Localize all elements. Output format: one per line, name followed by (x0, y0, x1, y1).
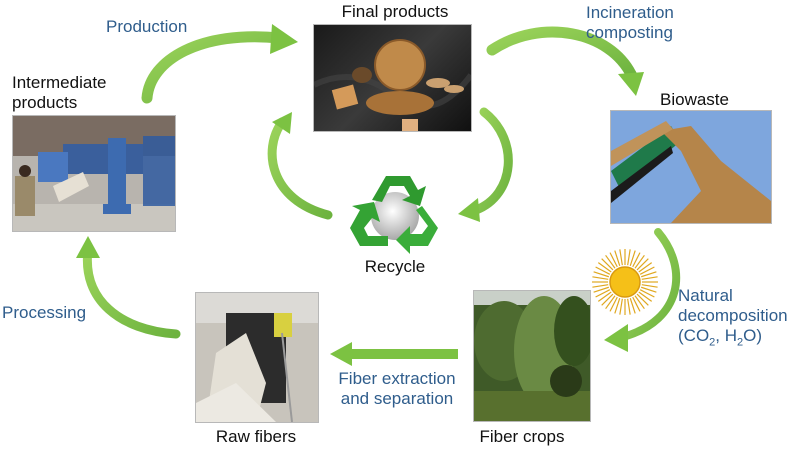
sun-ray (640, 286, 657, 293)
sun-ray (601, 293, 614, 306)
fiber-extraction-label: Fiber extraction and separation (328, 369, 466, 409)
incineration-label: Incineration composting (586, 3, 674, 43)
biowaste-label: Biowaste (660, 90, 729, 109)
extraction-line1: Fiber extraction (338, 369, 456, 388)
sun-ray (619, 298, 623, 315)
incineration-line1: Incineration (586, 3, 674, 22)
sun-ray (605, 254, 616, 269)
incineration-line2: composting (586, 23, 673, 42)
raw-fibers-label: Raw fibers (215, 427, 297, 446)
sun-ray (609, 296, 618, 312)
fiber-crops-photo (473, 290, 591, 422)
natural-line1: Natural (678, 286, 733, 305)
co-text: (CO (678, 326, 710, 345)
o-text: O) (743, 326, 763, 345)
sun-ray (592, 284, 609, 288)
sun-ray (597, 291, 612, 302)
processing-label: Processing (2, 303, 87, 322)
extraction-line2: and separation (340, 389, 454, 408)
sun-ray (605, 295, 616, 310)
sun-ray (640, 271, 657, 278)
sun-ray (639, 289, 655, 298)
sun-ray (641, 276, 658, 280)
extraction-arrow (330, 342, 458, 366)
intermediate-products-label: Intermediate products (12, 73, 107, 113)
sun-ray (638, 291, 653, 302)
natural-line2: decomposition (678, 306, 788, 325)
sun-ray (636, 293, 649, 306)
h-text: , H (715, 326, 738, 345)
natural-decomposition-label: Natural decomposition (CO2, H2O) (678, 286, 788, 352)
natural-line3: (CO2, H2O) (678, 326, 788, 352)
processing-arrow (76, 236, 181, 339)
sun-ray (636, 258, 649, 271)
sun-ray (629, 250, 636, 267)
sun-ray (634, 254, 645, 269)
sun-ray (632, 296, 641, 312)
sun-ray (634, 295, 645, 310)
production-label: Production (106, 17, 188, 36)
sun-ray (595, 266, 611, 275)
sun-ray (627, 298, 631, 315)
recycle-right-arrow (458, 107, 513, 222)
sun-ray (619, 249, 623, 266)
sun-ray (597, 262, 612, 273)
subscript-2: 2 (709, 336, 716, 349)
fiber-crops-label: Fiber crops (479, 427, 565, 446)
sun-ray (614, 250, 621, 267)
final-products-label: Final products (341, 2, 449, 21)
sun-ray (638, 262, 653, 273)
sun-ray (593, 286, 610, 293)
sun-ray (639, 266, 655, 275)
sun-ray (614, 297, 621, 314)
sun-ray (632, 252, 641, 268)
intermediate-label-line2: products (12, 93, 78, 112)
recycle-label: Recycle (364, 257, 426, 276)
biowaste-photo (610, 110, 772, 224)
recycle-icon (340, 170, 450, 256)
raw-fibers-photo (195, 292, 319, 423)
sun-ray (627, 249, 631, 266)
sun-ray (629, 297, 636, 314)
incineration-arrow (486, 26, 644, 96)
sun-ray (592, 276, 609, 280)
sun-ray (641, 284, 658, 288)
sun-ray (609, 252, 618, 268)
production-arrow (141, 24, 298, 104)
decomposition-arrow (604, 228, 681, 352)
recycle-left-arrow (267, 112, 333, 220)
intermediate-products-photo (12, 115, 176, 232)
sun-icon (590, 247, 660, 317)
sun-ray (601, 258, 614, 271)
sun-ray (595, 289, 611, 298)
subscript-2b: 2 (737, 336, 744, 349)
sun-ray (593, 271, 610, 278)
final-products-photo (313, 24, 472, 132)
intermediate-label-line1: Intermediate (12, 73, 107, 92)
